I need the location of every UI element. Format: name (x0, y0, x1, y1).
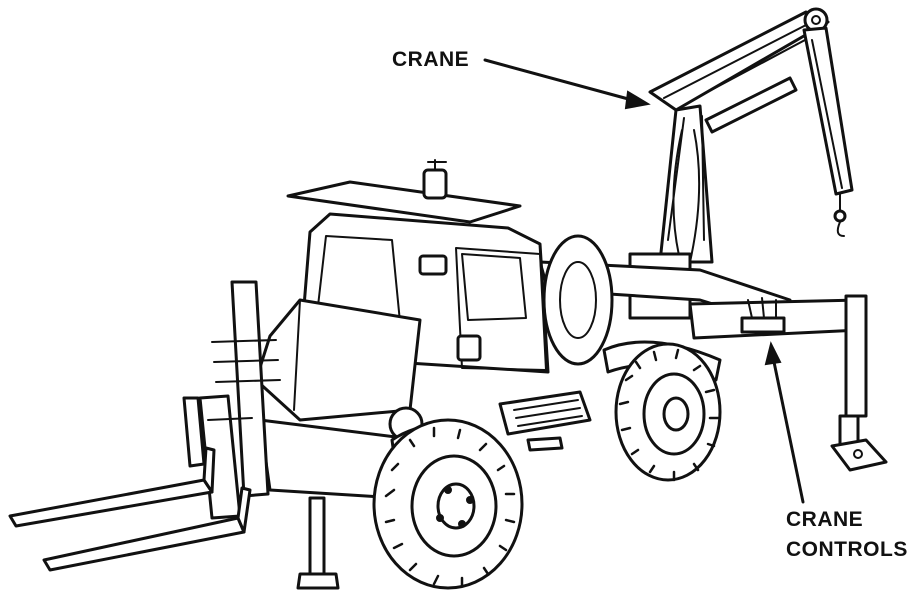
front-wheel (372, 418, 524, 590)
crane-controls-label-line1: CRANE (786, 508, 863, 531)
rear-wheel (614, 342, 722, 482)
crane (628, 7, 854, 320)
crane-controls-label-line2: CONTROLS (786, 538, 908, 561)
crane-leader-line (483, 58, 651, 110)
forklift-attachment (8, 280, 340, 590)
crane-controls-leader-line (764, 341, 805, 504)
crane-controls (740, 297, 786, 334)
rear-stabilizer-leg (830, 294, 888, 472)
vehicle-body (254, 159, 862, 502)
crane-label: CRANE (392, 48, 469, 71)
